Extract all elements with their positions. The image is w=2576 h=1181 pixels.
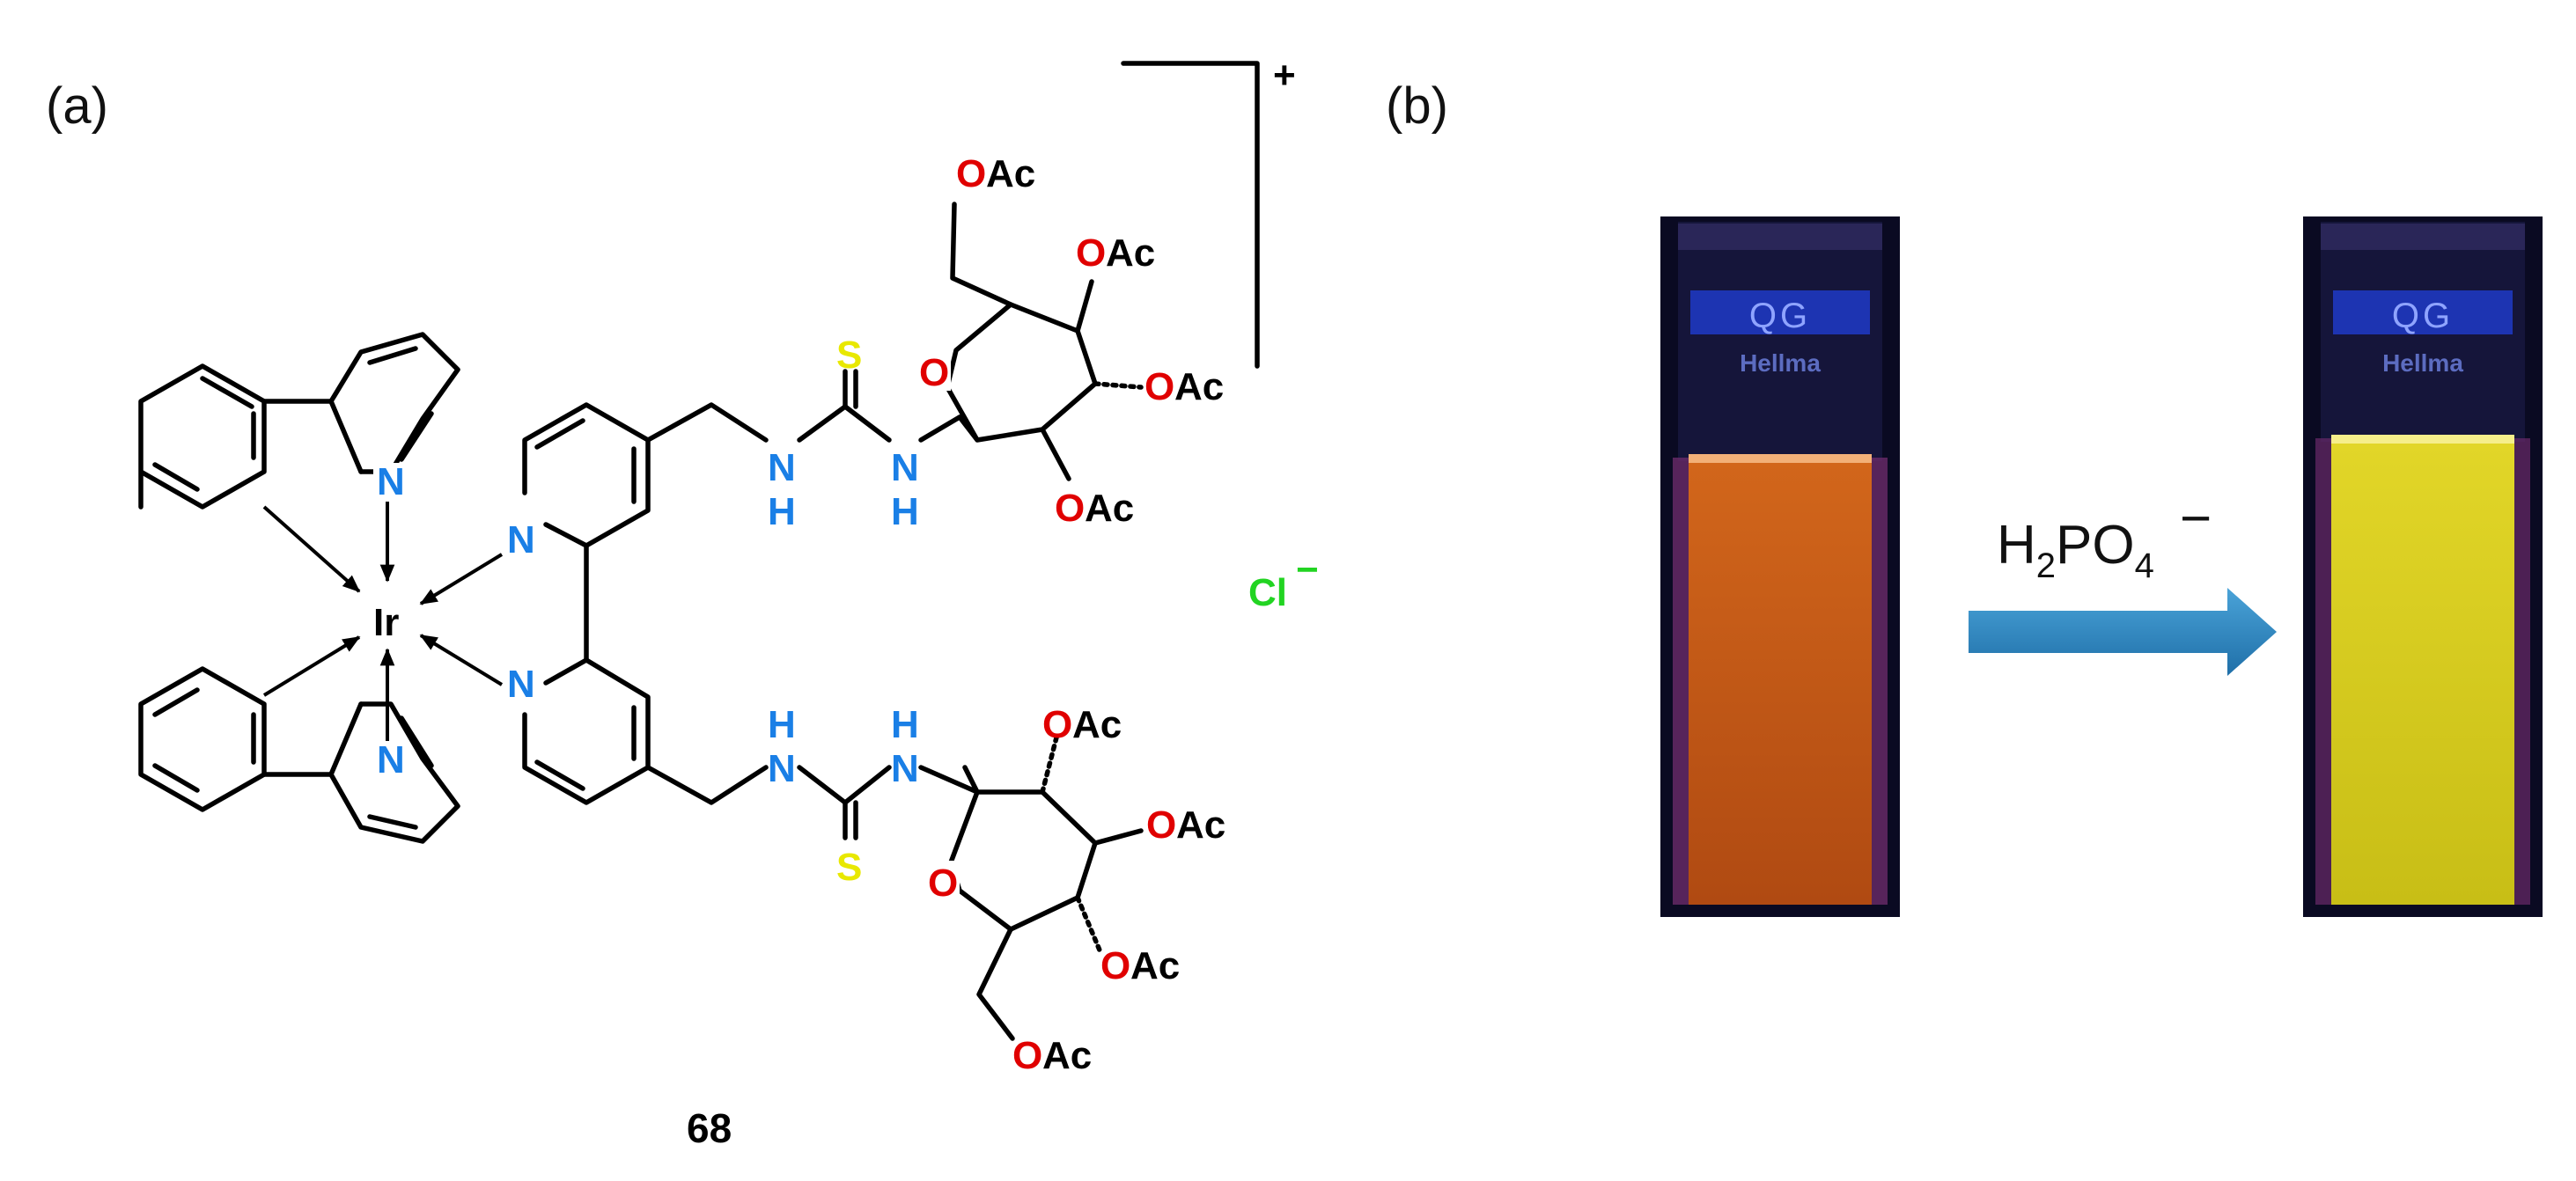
- panel-label-b: (b): [1386, 77, 1448, 135]
- sugar-ring-lower: [948, 735, 1144, 1041]
- cuvette-after: QG Hellma: [2303, 216, 2543, 917]
- oac-ac-lower-6: Ac: [1042, 1034, 1092, 1077]
- oac-ac-lower-4: Ac: [1130, 944, 1180, 987]
- oac-upper-6: O Ac: [956, 152, 1035, 195]
- s-atom-upper: S: [836, 334, 862, 377]
- n-atom-ppy-upper: N: [377, 460, 405, 503]
- oac-ac-upper-6: Ac: [986, 152, 1035, 195]
- h-atom-thiourea-lower-1: H: [768, 703, 796, 746]
- oac-ac-lower-2: Ac: [1072, 703, 1122, 746]
- solution-after: [2331, 440, 2514, 905]
- metal-center-ir: Ir: [373, 601, 399, 644]
- oac-upper-3: O Ac: [1144, 365, 1224, 408]
- oac-ac-upper-2: Ac: [1085, 487, 1134, 530]
- panel-label-a: (a): [46, 77, 108, 135]
- n-atom-bpy-lower: N: [507, 663, 535, 706]
- cuvette-before: QG Hellma: [1660, 216, 1900, 917]
- oac-o-upper-6: O: [956, 152, 986, 195]
- oac-ac-upper-4: Ac: [1106, 231, 1155, 275]
- cuvette-before-brand-name: Hellma: [1740, 349, 1821, 377]
- n-atom-thiourea-lower-2: N: [891, 747, 919, 790]
- oac-o-lower-3: O: [1146, 803, 1176, 847]
- o-atom-ring-upper: O: [919, 351, 949, 394]
- oac-ac-upper-3: Ac: [1174, 365, 1224, 408]
- n-atom-thiourea-upper-1: N: [768, 446, 796, 489]
- n-atom-thiourea-lower-1: N: [768, 747, 796, 790]
- oac-o-lower-6: O: [1012, 1034, 1042, 1077]
- compound-number: 68: [687, 1105, 732, 1151]
- counter-ion-symbol: Cl: [1248, 571, 1287, 614]
- counter-ion-charge: −: [1296, 548, 1319, 591]
- oac-o-lower-2: O: [1042, 703, 1072, 746]
- oac-o-upper-2: O: [1055, 487, 1085, 530]
- n-atom-thiourea-upper-2: N: [891, 446, 919, 489]
- reagent-sub2: 4: [2135, 546, 2154, 585]
- n-atom-ppy-lower: N: [377, 738, 405, 781]
- h-atom-thiourea-upper-1: H: [768, 490, 796, 533]
- bipyridine-ligand: [419, 402, 769, 805]
- oac-upper-2: O Ac: [1055, 487, 1134, 530]
- o-atom-ring-lower: O: [928, 862, 958, 905]
- reaction-arrow: [1969, 588, 2277, 676]
- h-atom-thiourea-lower-2: H: [891, 703, 919, 746]
- oac-lower-4: O Ac: [1100, 944, 1180, 987]
- oac-lower-6: O Ac: [1012, 1034, 1092, 1077]
- thiourea-lower: [797, 765, 980, 840]
- cuvette-after-brand-name: Hellma: [2382, 349, 2463, 377]
- h-atom-thiourea-upper-2: H: [891, 490, 919, 533]
- cation-charge: +: [1273, 54, 1296, 97]
- cuvette-after-brand-code: QG: [2392, 297, 2454, 335]
- oac-o-upper-3: O: [1144, 365, 1174, 408]
- reagent-po: PO: [2056, 515, 2135, 576]
- counter-ion: Cl −: [1248, 548, 1319, 614]
- charge-bracket: +: [1121, 54, 1296, 369]
- oac-o-lower-4: O: [1100, 944, 1130, 987]
- oac-lower-3: O Ac: [1146, 803, 1225, 847]
- reagent-sub1: 2: [2036, 546, 2056, 585]
- n-atom-bpy-upper: N: [507, 518, 535, 561]
- oac-o-upper-4: O: [1076, 231, 1106, 275]
- s-atom-lower: S: [836, 846, 862, 889]
- ppy-ligand-lower: [138, 635, 460, 844]
- oac-upper-4: O Ac: [1076, 231, 1155, 275]
- reagent-h: H: [1997, 515, 2036, 576]
- thiourea-upper: [797, 369, 962, 443]
- ppy-ligand-upper: [138, 332, 460, 593]
- svg-text:H2PO4: H2PO4: [1997, 515, 2154, 585]
- solution-before: [1689, 459, 1872, 905]
- reagent-label: H2PO4 −: [1997, 488, 2212, 585]
- oac-ac-lower-3: Ac: [1176, 803, 1225, 847]
- oac-lower-2: O Ac: [1042, 703, 1122, 746]
- reagent-charge: −: [2180, 488, 2212, 549]
- cuvette-before-brand-code: QG: [1749, 297, 1811, 335]
